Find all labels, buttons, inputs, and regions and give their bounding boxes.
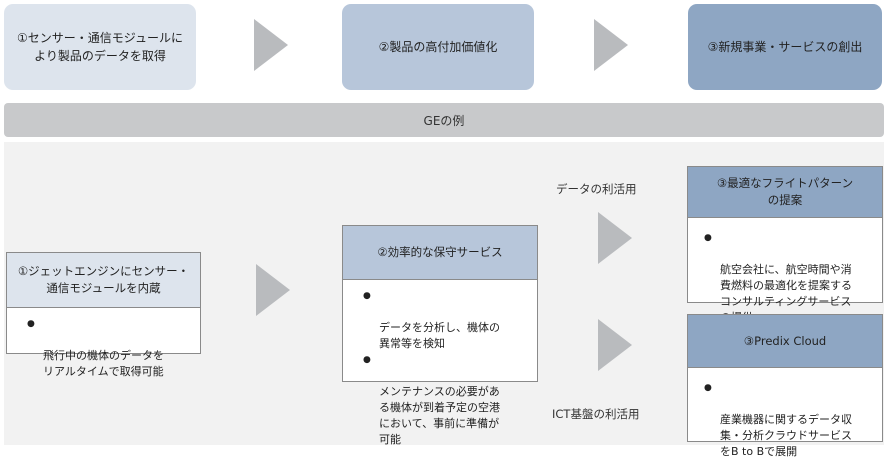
ict-use-label: ICT基盤の利活用 — [552, 407, 640, 421]
engine-bullet: ● 飛行中の機体のデータを リアルタイムで取得可能 — [27, 316, 192, 380]
stage-2-text: ②製品の高付加価値化 — [378, 40, 498, 54]
flight-card-title: ③最適なフライトパターン の提案 — [716, 176, 854, 207]
predix-card: ③Predix Cloud ● 産業機器に関するデータ収 集・分析クラウドサービ… — [687, 314, 883, 458]
flight-card: ③最適なフライトパターン の提案 ● 航空会社に、航空時間や消 費燃料の最適化を… — [687, 166, 883, 324]
bullet-icon: ● — [704, 233, 712, 243]
maintenance-bullet-2-text: メンテナンスの必要があ る機体が到着予定の空港 において、事前に準備が 可能 — [379, 385, 500, 446]
engine-card-title: ①ジェットエンジンにセンサー・ 通信モジュールを内蔵 — [17, 264, 190, 295]
predix-bullet-text: 産業機器に関するデータ収 集・分析クラウドサービス をB to Bで展開 — [720, 413, 852, 458]
engine-card-header: ①ジェットエンジンにセンサー・ 通信モジュールを内蔵 — [7, 253, 200, 308]
stage-3-text: ③新規事業・サービスの創出 — [707, 40, 863, 54]
flight-bullet: ● 航空会社に、航空時間や消 費燃料の最適化を提案する コンサルティングサービス… — [704, 230, 876, 326]
bullet-icon: ● — [363, 291, 371, 301]
maintenance-card: ②効率的な保守サービス ● データを分析し、機体の 異常等を検知 ● メンテナン… — [342, 225, 538, 446]
maintenance-card-header: ②効率的な保守サービス — [343, 226, 537, 280]
data-use-label: データの利活用 — [556, 182, 637, 196]
stage-arrow-1 — [254, 19, 288, 71]
flight-bullet-text: 航空会社に、航空時間や消 費燃料の最適化を提案する コンサルティングサービス の… — [720, 263, 852, 324]
ge-example-label: GEの例 — [423, 113, 465, 128]
predix-card-header: ③Predix Cloud — [688, 315, 882, 368]
bullet-icon: ● — [27, 319, 35, 329]
bullet-icon: ● — [704, 383, 712, 393]
stage-arrow-2 — [594, 19, 628, 71]
stage-2-box: ②製品の高付加価値化 — [342, 4, 534, 90]
ge-example-banner: GEの例 — [4, 103, 884, 137]
stage-1-box: ①センサー・通信モジュールに より製品のデータを取得 — [4, 4, 196, 90]
maintenance-bullet-2: ● メンテナンスの必要があ る機体が到着予定の空港 において、事前に準備が 可能 — [363, 352, 529, 448]
bullet-icon: ● — [363, 355, 371, 365]
predix-card-title: ③Predix Cloud — [743, 333, 827, 348]
flight-card-header: ③最適なフライトパターン の提案 — [688, 167, 882, 218]
data-use-arrow — [598, 212, 632, 264]
maintenance-bullet-1: ● データを分析し、機体の 異常等を検知 — [363, 288, 529, 352]
stage-3-box: ③新規事業・サービスの創出 — [688, 4, 882, 90]
maintenance-card-title: ②効率的な保守サービス — [377, 245, 503, 259]
ict-use-arrow — [598, 319, 632, 371]
stage-1-text: ①センサー・通信モジュールに より製品のデータを取得 — [17, 31, 183, 63]
engine-card: ①ジェットエンジンにセンサー・ 通信モジュールを内蔵 ● 飛行中の機体のデータを… — [6, 252, 201, 378]
engine-to-maintenance-arrow — [256, 264, 290, 316]
maintenance-bullet-1-text: データを分析し、機体の 異常等を検知 — [379, 321, 500, 350]
predix-bullet: ● 産業機器に関するデータ収 集・分析クラウドサービス をB to Bで展開 — [704, 380, 876, 460]
engine-bullet-text: 飛行中の機体のデータを リアルタイムで取得可能 — [43, 349, 164, 378]
